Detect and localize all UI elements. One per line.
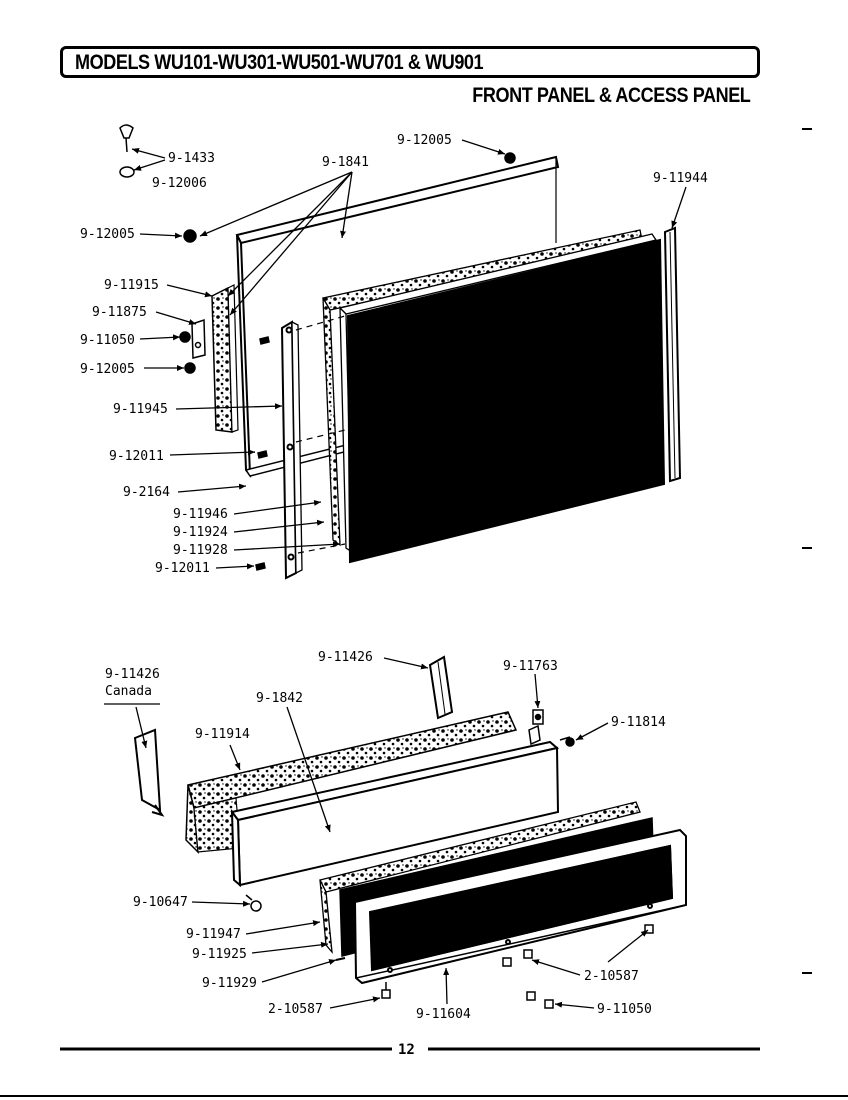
label-9-11944: 9-11944 [653, 171, 708, 186]
label-9-11924: 9-11924 [173, 525, 228, 540]
label-9-12005-top: 9-12005 [397, 133, 452, 148]
label-9-11946: 9-11946 [173, 507, 228, 522]
label-9-12011-a: 9-12011 [109, 449, 164, 464]
edge-mark [802, 547, 812, 549]
part-labels: 9-1433 9-12006 9-12005 9-1841 9-11944 9-… [80, 133, 708, 1022]
access-insulation-pad [319, 801, 641, 954]
label-9-12005-a: 9-12005 [80, 227, 135, 242]
label-canada: Canada [105, 684, 152, 699]
front-panel-face [346, 238, 666, 564]
label-9-12011-b: 9-12011 [155, 561, 210, 576]
insulation-pad [321, 229, 643, 547]
access-insulation-block [185, 711, 518, 854]
small-bracket [191, 318, 206, 359]
access-trim-frame [353, 828, 687, 985]
models-title: MODELS WU101-WU301-WU501-WU701 & WU901 [75, 51, 484, 74]
label-9-11604: 9-11604 [416, 1007, 471, 1022]
label-9-11925: 9-11925 [192, 947, 247, 962]
label-2-10587-a: 2-10587 [268, 1002, 323, 1017]
page-number: 12 [398, 1042, 415, 1058]
left-side-bracket [211, 284, 239, 433]
label-9-11915: 9-11915 [104, 278, 159, 293]
label-9-11426-top: 9-11426 [318, 650, 373, 665]
label-9-1433: 9-1433 [168, 151, 215, 166]
label-9-11945: 9-11945 [113, 402, 168, 417]
panel-clip [528, 709, 544, 746]
label-9-11875: 9-11875 [92, 305, 147, 320]
canada-bracket [133, 728, 165, 817]
label-9-1841: 9-1841 [322, 155, 369, 170]
label-9-11928: 9-11928 [173, 543, 228, 558]
label-9-12005-b: 9-12005 [80, 362, 135, 377]
right-side-trim [663, 226, 682, 483]
label-9-2164: 9-2164 [123, 485, 170, 500]
label-9-12006: 9-12006 [152, 176, 207, 191]
edge-mark [802, 972, 812, 974]
access-panel-body [230, 740, 560, 888]
vertical-bracket-top [428, 655, 454, 720]
label-9-1842: 9-1842 [256, 691, 303, 706]
label-9-11763: 9-11763 [503, 659, 558, 674]
upper-fasteners [119, 124, 516, 571]
label-9-10647: 9-10647 [133, 895, 188, 910]
guide-lines [295, 315, 346, 554]
label-9-11050-a: 9-11050 [80, 333, 135, 348]
label-9-11929: 9-11929 [202, 976, 257, 991]
label-9-11947: 9-11947 [186, 927, 241, 942]
lower-fasteners [245, 736, 654, 1009]
label-9-11914: 9-11914 [195, 727, 250, 742]
leader-lines [131, 139, 687, 1009]
label-9-11050-b: 9-11050 [597, 1002, 652, 1017]
footer: 12 [60, 1042, 760, 1058]
models-title-box: MODELS WU101-WU301-WU501-WU701 & WU901 [60, 46, 760, 78]
left-vertical-trim [280, 320, 303, 580]
label-2-10587-b: 2-10587 [584, 969, 639, 984]
label-9-11426-canada: 9-11426 [105, 667, 160, 682]
section-title: FRONT PANEL & ACCESS PANEL [471, 84, 751, 107]
access-gasket [335, 957, 346, 961]
label-9-11814: 9-11814 [611, 715, 666, 730]
edge-mark [802, 128, 812, 130]
